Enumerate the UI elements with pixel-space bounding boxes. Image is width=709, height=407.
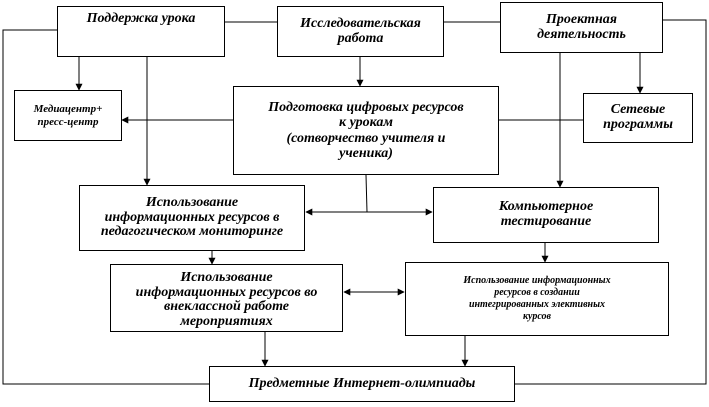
node-lesson-support: Поддержка урока bbox=[57, 6, 225, 57]
node-extracurricular: Использование информационных ресурсов во… bbox=[110, 264, 343, 332]
link-left-loop bbox=[2, 29, 209, 385]
node-testing: Компьютерное тестирование bbox=[433, 187, 659, 243]
node-monitoring: Использование информационных ресурсов в … bbox=[79, 185, 305, 251]
node-olympiads-label: Предметные Интернет-олимпиады bbox=[248, 375, 476, 391]
node-research: Исследовательская работа bbox=[277, 6, 444, 57]
node-olympiads: Предметные Интернет-олимпиады bbox=[209, 366, 515, 402]
node-elective-courses: Использование информационных ресурсов в … bbox=[405, 262, 669, 336]
node-network-programs: Сетевые программы bbox=[583, 93, 693, 143]
node-elective-courses-label: Использование информационных ресурсов в … bbox=[463, 275, 611, 322]
node-digital-resources: Подготовка цифровых ресурсов к урокам (с… bbox=[233, 86, 499, 175]
node-project: Проектная деятельность bbox=[500, 2, 663, 53]
node-research-label: Исследовательская работа bbox=[300, 15, 421, 46]
link-right-loop bbox=[515, 19, 707, 385]
node-lesson-support-label: Поддержка урока bbox=[86, 11, 196, 26]
node-media-center-label: Медиацентр+ пресс-центр bbox=[33, 102, 103, 128]
node-digital-resources-label: Подготовка цифровых ресурсов к урокам (с… bbox=[268, 100, 464, 161]
node-network-programs-label: Сетевые программы bbox=[603, 102, 673, 132]
node-extracurricular-label: Использование информационных ресурсов во… bbox=[135, 270, 318, 330]
node-media-center: Медиацентр+ пресс-центр bbox=[14, 90, 122, 141]
node-testing-label: Компьютерное тестирование bbox=[498, 199, 594, 229]
link-digital-down bbox=[365, 174, 368, 213]
node-monitoring-label: Использование информационных ресурсов в … bbox=[100, 194, 284, 240]
node-project-label: Проектная деятельность bbox=[537, 11, 626, 42]
